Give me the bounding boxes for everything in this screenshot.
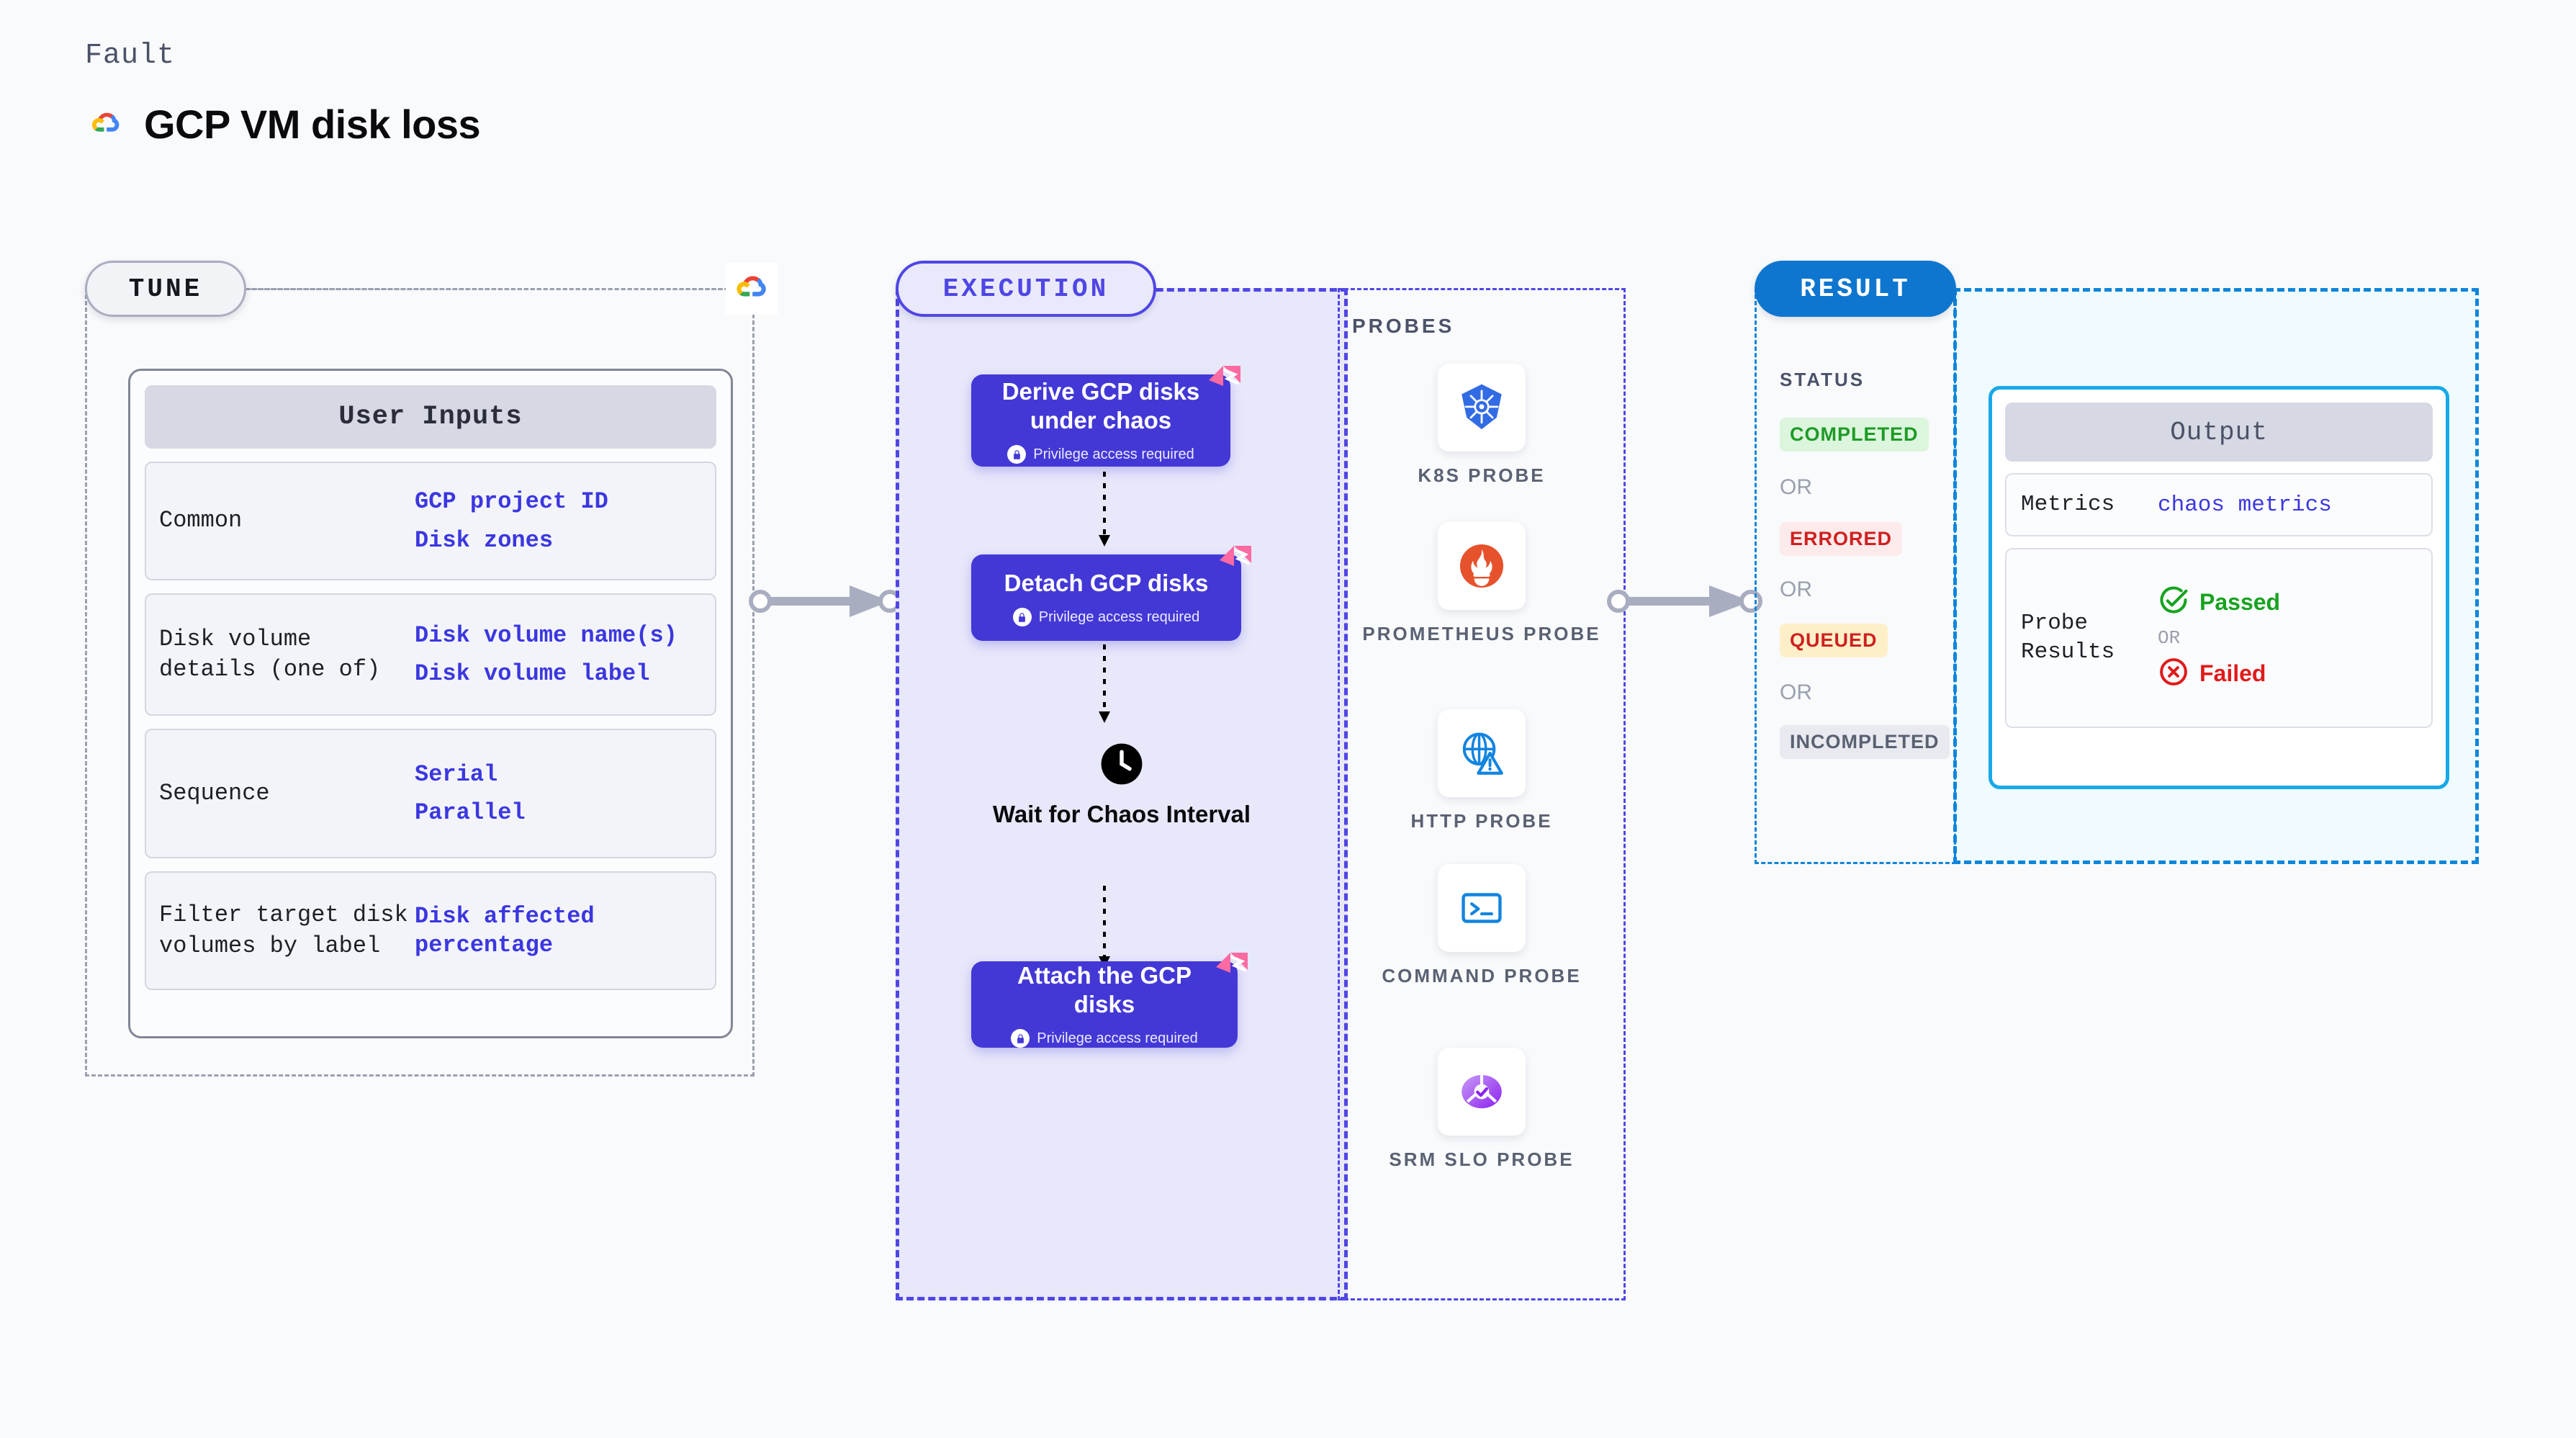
privilege-label: Privilege access required xyxy=(1037,1030,1198,1046)
page-eyebrow: Fault xyxy=(85,40,176,72)
input-row-disk-volume-details[interactable]: Disk volume details (one of) Disk volume… xyxy=(145,593,716,716)
probe-result-or-text: OR xyxy=(2158,627,2181,649)
flow-arrow-icon xyxy=(1099,644,1110,723)
input-row-sequence[interactable]: Sequence Serial Parallel xyxy=(145,729,716,858)
output-row-key: Metrics xyxy=(2021,491,2115,517)
output-title: Output xyxy=(2005,403,2433,462)
input-row-values: Serial Parallel xyxy=(415,760,526,827)
probe-item-http[interactable]: HTTP PROBE xyxy=(1338,709,1626,834)
step-title: Derive GCP disks under chaos xyxy=(1001,377,1200,433)
user-inputs-card: User Inputs Common GCP project ID Disk z… xyxy=(128,369,733,1038)
clock-icon xyxy=(1099,742,1144,790)
status-or-text: OR xyxy=(1780,475,1812,499)
input-row-values: Disk affected percentage xyxy=(415,902,702,958)
input-row-key: Filter target disk volumes by label xyxy=(159,902,408,959)
lock-icon xyxy=(1011,1029,1030,1048)
failed-label: Failed xyxy=(2199,660,2266,686)
input-value[interactable]: Disk zones xyxy=(415,526,554,554)
output-row-value[interactable]: chaos metrics xyxy=(2158,492,2332,518)
probe-item-k8s[interactable]: K8S PROBE xyxy=(1338,364,1626,488)
input-value[interactable]: Disk volume label xyxy=(415,660,650,687)
step-title: Detach GCP disks xyxy=(1004,569,1209,596)
litmus-chaos-icon xyxy=(1220,546,1251,566)
probe-label: SRM SLO PROBE xyxy=(1389,1149,1575,1170)
privilege-label: Privilege access required xyxy=(1038,608,1200,625)
probe-result-values: Passed OR Failed xyxy=(2158,585,2280,691)
status-or-text: OR xyxy=(1780,578,1812,601)
status-section-label: STATUS xyxy=(1780,369,1865,390)
input-row-filter-by-label[interactable]: Filter target disk volumes by label Disk… xyxy=(145,871,716,990)
wait-for-chaos-interval-node: Wait for Chaos Interval xyxy=(896,742,1348,829)
litmus-chaos-icon xyxy=(1209,366,1240,386)
page-title-row: GCP VM disk loss xyxy=(85,101,481,148)
probe-label: HTTP PROBE xyxy=(1410,810,1553,832)
execution-badge[interactable]: EXECUTION xyxy=(896,261,1156,317)
probes-label: PROBES xyxy=(1352,315,1455,337)
execution-step-card[interactable]: Detach GCP disks Privilege access requir… xyxy=(971,546,1251,641)
input-value[interactable]: Serial xyxy=(415,760,498,788)
privilege-note: Privilege access required xyxy=(1012,608,1200,627)
gcp-logo-icon xyxy=(85,107,127,142)
probe-label: K8S PROBE xyxy=(1418,464,1546,486)
http-globe-icon xyxy=(1438,709,1526,797)
tune-badge[interactable]: TUNE xyxy=(85,261,246,317)
connector-tune-to-execution xyxy=(749,585,901,617)
privilege-note: Privilege access required xyxy=(1011,1029,1198,1048)
gcp-logo-icon xyxy=(726,263,778,315)
flow-arrow-icon xyxy=(1099,472,1110,547)
step-title: Attach the GCP disks xyxy=(1017,961,1192,1017)
litmus-chaos-icon xyxy=(1216,953,1248,973)
execution-step-card[interactable]: Derive GCP disks under chaos Privilege a… xyxy=(971,366,1240,467)
input-row-key: Sequence xyxy=(159,779,270,806)
execution-panel xyxy=(896,288,1348,1300)
tune-dashed-connector xyxy=(245,288,749,290)
privilege-note: Privilege access required xyxy=(1007,445,1194,464)
probe-label: COMMAND PROBE xyxy=(1382,965,1582,987)
probes-panel xyxy=(1338,288,1626,1300)
status-badge-errored: ERRORED xyxy=(1780,522,1903,556)
status-badge-queued: QUEUED xyxy=(1780,624,1888,657)
input-value[interactable]: Disk volume name(s) xyxy=(415,621,677,649)
input-value[interactable]: GCP project ID xyxy=(415,488,608,516)
flow-arrow-icon xyxy=(1099,886,1110,968)
passed-label: Passed xyxy=(2199,589,2281,615)
input-row-common[interactable]: Common GCP project ID Disk zones xyxy=(145,462,716,580)
status-or-text: OR xyxy=(1780,680,1812,704)
wait-node-label: Wait for Chaos Interval xyxy=(992,801,1251,827)
x-circle-icon xyxy=(2158,656,2189,691)
probe-result-passed: Passed xyxy=(2158,585,2280,620)
page-title: GCP VM disk loss xyxy=(144,102,481,147)
connector-execution-to-result xyxy=(1607,585,1762,617)
output-row-metrics[interactable]: Metrics chaos metrics xyxy=(2005,473,2433,536)
input-row-key: Disk volume details (one of) xyxy=(159,625,381,683)
terminal-icon xyxy=(1438,864,1526,952)
prometheus-icon xyxy=(1438,522,1526,610)
user-inputs-title: User Inputs xyxy=(145,385,716,449)
output-card: Output Metrics chaos metrics Probe Resul… xyxy=(1989,386,2449,789)
status-badge-incompleted: INCOMPLETED xyxy=(1780,725,1950,759)
probe-item-prometheus[interactable]: PROMETHEUS PROBE xyxy=(1338,522,1626,647)
lock-icon xyxy=(1007,445,1027,464)
kubernetes-icon xyxy=(1438,364,1526,451)
probe-result-failed: Failed xyxy=(2158,656,2280,691)
input-value[interactable]: Disk affected percentage xyxy=(415,903,595,958)
input-row-values: GCP project ID Disk zones xyxy=(415,487,608,554)
probe-item-srm-slo[interactable]: SRM SLO PROBE xyxy=(1338,1048,1626,1172)
execution-step-card[interactable]: Attach the GCP disks Privilege access re… xyxy=(971,953,1248,1048)
input-row-key: Common xyxy=(159,507,243,534)
lock-icon xyxy=(1012,608,1032,627)
privilege-label: Privilege access required xyxy=(1033,446,1194,462)
status-badge-completed: COMPLETED xyxy=(1780,418,1929,451)
probe-label: PROMETHEUS PROBE xyxy=(1362,623,1601,644)
output-row-probe-results: Probe Results Passed OR xyxy=(2005,548,2433,728)
srm-slo-icon xyxy=(1438,1048,1526,1136)
result-badge[interactable]: RESULT xyxy=(1755,261,1956,317)
probe-item-command[interactable]: COMMAND PROBE xyxy=(1338,864,1626,989)
output-row-key: Probe Results xyxy=(2021,610,2115,665)
input-row-values: Disk volume name(s) Disk volume label xyxy=(415,621,677,688)
check-circle-icon xyxy=(2158,585,2189,620)
input-value[interactable]: Parallel xyxy=(415,799,526,826)
